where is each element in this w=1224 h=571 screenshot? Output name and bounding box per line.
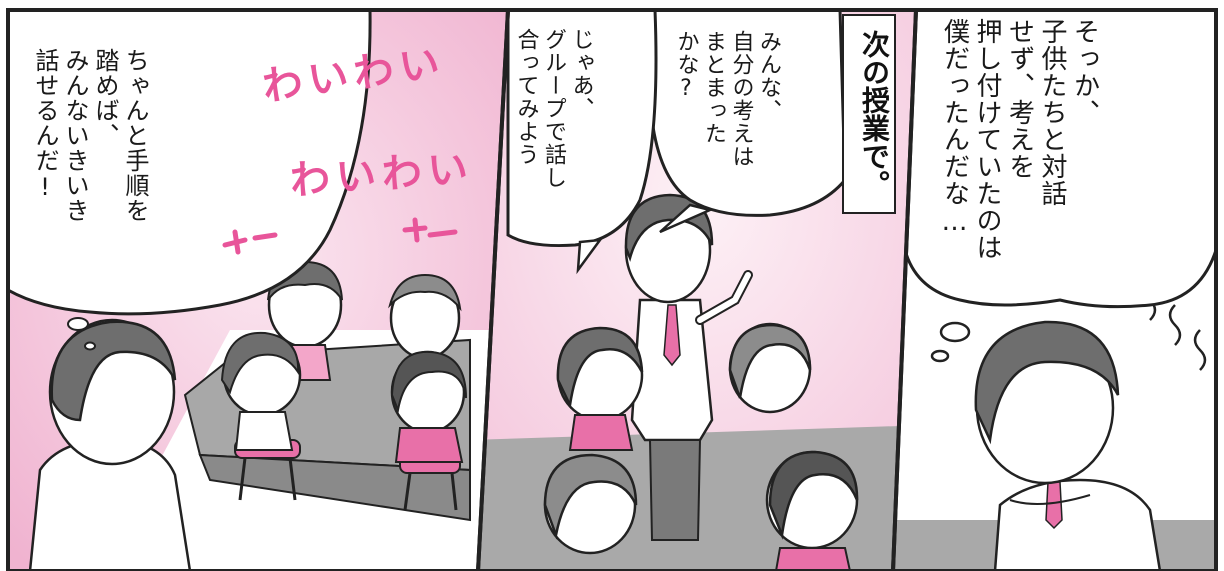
panel-right [893,10,1216,571]
panel-borders [6,8,1218,571]
teacher-figure [28,318,192,571]
thought-text-right: そっか、 子供たちと対話 せず、考えを 押し付けていたのは 僕だったんだな… [939,18,1100,261]
speech-text-middle-top: みんな、 自分の考えは まとまった かな? [673,30,782,168]
kid-figure [390,350,467,463]
kid-figure [220,331,302,451]
student-figure [728,322,812,414]
student-figure [765,450,859,571]
panel-left [8,10,508,571]
speech-text-middle-bottom: じゃあ、 グループで話し 合ってみよう [513,28,594,189]
scene-caption: 次の授業で。 [842,14,896,214]
student-figure [543,453,638,555]
student-figure [556,326,644,451]
thinking-teacher-figure [974,320,1162,571]
speech-text-left: ちゃんと手順を 踏めば、 みんないきいき 話せるんだ! [31,48,149,223]
panel-middle [478,10,916,571]
kid-figure [388,273,462,360]
teacher-figure [624,193,753,541]
